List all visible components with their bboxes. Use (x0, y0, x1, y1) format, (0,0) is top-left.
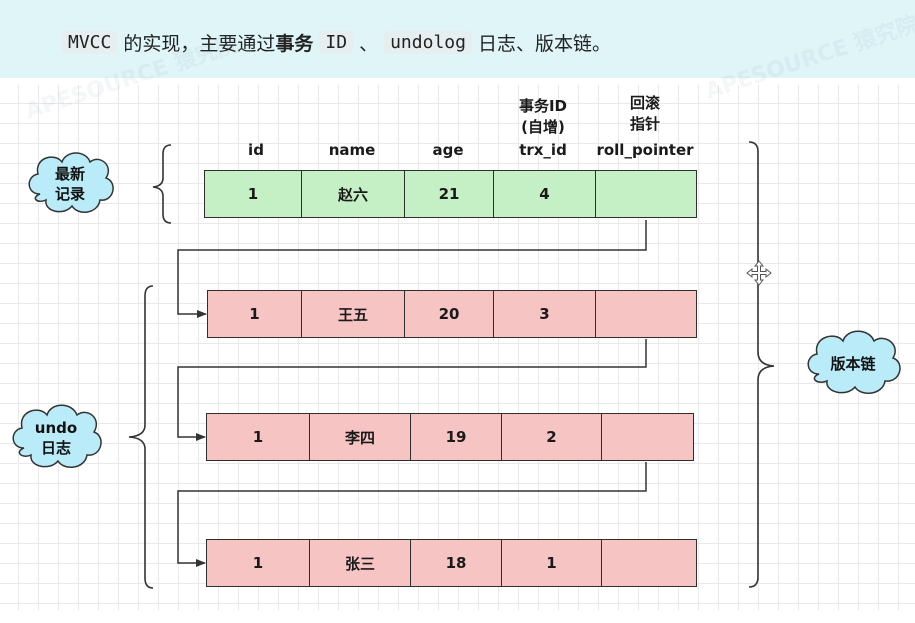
cell-id: 1 (207, 540, 310, 586)
cell-id: 1 (208, 291, 302, 337)
cloud-undo-label-2: 日志 (40, 439, 71, 457)
cell-roll-pointer (596, 291, 696, 337)
cell-name: 张三 (310, 540, 411, 586)
cell-age: 21 (405, 171, 494, 217)
cell-roll-pointer (596, 171, 696, 217)
cell-roll-pointer (602, 414, 693, 460)
undo-record-row: 1 李四 19 2 (206, 413, 694, 461)
header-trx-id: trx_id (519, 141, 567, 159)
header-age: age (432, 141, 464, 159)
header-roll-note-1: 回滚 (629, 94, 660, 112)
header-id: id (248, 141, 264, 159)
cell-name: 赵六 (302, 171, 405, 217)
desc-part-1: 的实现，主要通过 (123, 33, 276, 55)
cell-age: 19 (411, 414, 502, 460)
cell-id: 1 (205, 171, 302, 217)
cloud-latest-label-1: 最新 (54, 165, 85, 183)
cell-trx-id: 1 (502, 540, 602, 586)
desc-part-2: 日志、版本链。 (477, 33, 611, 55)
cell-trx-id: 4 (494, 171, 596, 217)
cell-roll-pointer (602, 540, 696, 586)
cloud-version-chain-label: 版本链 (830, 355, 876, 373)
description-banner: MVCC 的实现，主要通过 事务 ID 、 undolog 日志、版本链。 (0, 0, 915, 78)
header-trx-note-1: 事务ID (518, 97, 568, 115)
cloud-undo-label-1: undo (34, 419, 78, 437)
header-name: name (328, 141, 376, 159)
cell-age: 20 (405, 291, 494, 337)
code-undolog: undolog (384, 31, 472, 54)
description-text: MVCC 的实现，主要通过 事务 ID 、 undolog 日志、版本链。 (62, 29, 611, 56)
desc-separator: 、 (359, 33, 379, 55)
undo-record-row: 1 张三 18 1 (206, 539, 697, 587)
cell-name: 李四 (310, 414, 411, 460)
cell-id: 1 (207, 414, 310, 460)
diagram-canvas (0, 85, 915, 610)
code-id: ID (319, 31, 354, 54)
latest-record-row: 1 赵六 21 4 (204, 170, 697, 218)
desc-bold: 事务 (275, 33, 314, 55)
cell-trx-id: 3 (494, 291, 596, 337)
cell-name: 王五 (302, 291, 405, 337)
cell-trx-id: 2 (502, 414, 602, 460)
code-mvcc: MVCC (62, 31, 118, 54)
header-roll-pointer: roll_pointer (596, 141, 694, 159)
cell-age: 18 (411, 540, 502, 586)
header-roll-note-2: 指针 (629, 115, 660, 133)
undo-record-row: 1 王五 20 3 (207, 290, 697, 338)
cloud-latest-label-2: 记录 (54, 185, 85, 203)
header-trx-note-2: (自增) (521, 118, 565, 136)
